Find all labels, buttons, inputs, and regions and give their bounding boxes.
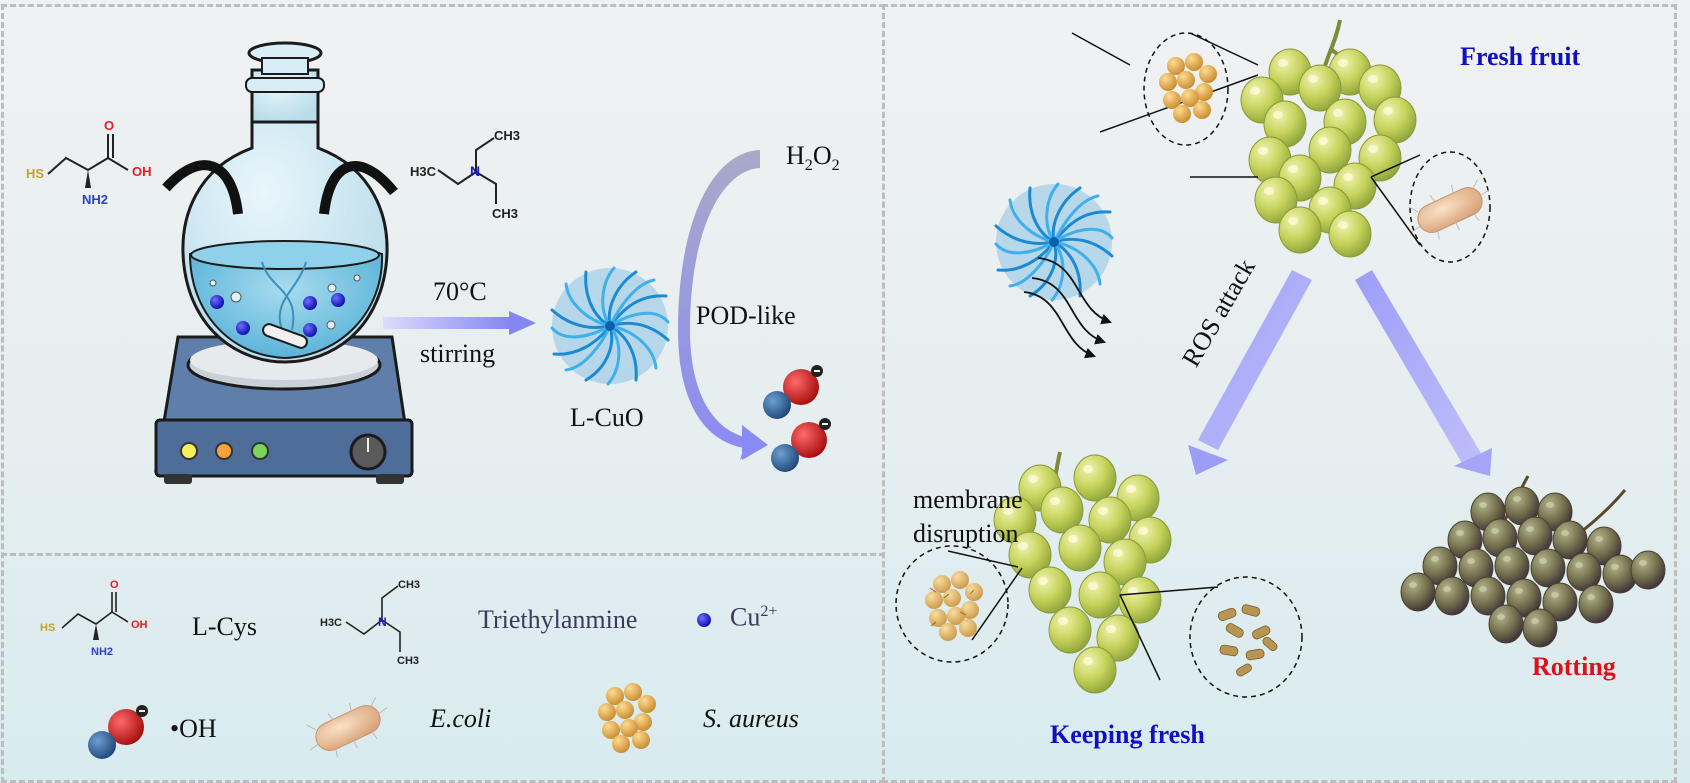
addition-arrow-left-icon [162, 160, 243, 215]
legend-l-cys-thiol-text: HS [40, 622, 55, 634]
keeping-fresh-label: Keeping fresh [1050, 720, 1205, 749]
legend-s-aureus-label: S. aureus [703, 704, 799, 733]
pod-like-label: POD-like [696, 301, 796, 330]
tea-methyl-bottom-text: CH3 [492, 206, 518, 221]
h2o2-h: H [786, 141, 805, 170]
legend-tea-methyl-bottom-text: CH3 [397, 655, 419, 667]
ros-wave-arrows [1023, 257, 1113, 359]
legend-tea-nitrogen-text: N [378, 615, 387, 629]
fresh-grape-bunch [1240, 19, 1417, 258]
l-cys-carbonyl-text: O [104, 118, 114, 133]
stirring-label: stirring [420, 339, 496, 368]
right-panel-border [882, 4, 1677, 783]
temperature-label: 70°C [433, 277, 487, 306]
legend-l-cys-amine-text: NH2 [91, 646, 113, 658]
legend-copper-ion-charge: 2+ [760, 603, 778, 620]
disrupted-s-aureus-inset [895, 545, 1023, 663]
triethylamine-structure: H3C N CH3 CH3 [410, 128, 520, 221]
l-cys-thiol-text: HS [26, 166, 44, 181]
right-nanoflower-icon [994, 182, 1114, 302]
legend-copper-ion-icon [697, 613, 711, 627]
copper-ion-icon [236, 321, 250, 335]
h2o2-label: H2O2 [786, 143, 840, 174]
tea-methyl-top-text: CH3 [494, 128, 520, 143]
h2o2-o: O [812, 141, 832, 170]
legend-copper-ion-label: Cu2+ [730, 602, 778, 632]
rotting-label: Rotting [1532, 652, 1616, 681]
legend-tea-methyl-left-text: H3C [320, 617, 342, 629]
legend-divider [1, 553, 885, 556]
legend-triethylamine-structure: H3C N CH3 CH3 [320, 579, 420, 667]
legend-hydroxyl-radical-label: •OH [170, 714, 217, 743]
indicator-light-yellow-icon [180, 442, 198, 460]
addition-arrow-right-icon [319, 161, 398, 215]
disrupted-ecoli-inset [1119, 576, 1303, 698]
legend-hydroxyl-radical-icon [88, 705, 148, 759]
legend-ecoli-label: E.coli [430, 704, 492, 733]
indicator-light-orange-icon [215, 442, 233, 460]
copper-ion-icon [210, 295, 224, 309]
tea-nitrogen-text: N [470, 163, 480, 179]
fresh-s-aureus-inset [1071, 32, 1259, 146]
hydroxyl-radical-icon [771, 418, 831, 472]
l-cys-structure: HS O OH NH2 [26, 118, 152, 207]
ros-attack-arrow-icon [1188, 270, 1312, 475]
copper-ion-icon [303, 323, 317, 337]
legend-l-cys-carbonyl-text: O [110, 579, 119, 591]
h2o2-sub-1: 2 [804, 157, 813, 175]
keeping-fresh-grape-bunch [993, 451, 1172, 694]
indicator-light-green-icon [251, 442, 269, 460]
l-cuo-label: L-CuO [570, 403, 644, 432]
membrane-label-line2: disruption [913, 519, 1019, 548]
membrane-label-line1: membrane [913, 485, 1023, 514]
fresh-ecoli-inset [1190, 151, 1500, 263]
reaction-arrow-icon [383, 311, 536, 335]
l-cys-amine-text: NH2 [82, 192, 108, 207]
rotting-grape-bunch [1400, 475, 1666, 648]
h2o2-sub-2: 2 [831, 157, 840, 175]
hydroxyl-radical-icon [763, 365, 823, 419]
round-bottom-flask [181, 41, 389, 364]
pod-like-arrow-icon [678, 150, 760, 460]
copper-ion-icon [331, 293, 345, 307]
l-cuo-nanoflower-icon [550, 266, 670, 386]
legend-l-cys-structure: HS O OH NH2 [40, 579, 148, 658]
fresh-fruit-label: Fresh fruit [1460, 42, 1581, 71]
legend-copper-ion-text: Cu [730, 602, 761, 632]
copper-ion-icon [303, 296, 317, 310]
tea-methyl-left-text: H3C [410, 164, 437, 179]
rotting-arrow-icon [1355, 270, 1492, 476]
legend-l-cys-label: L-Cys [192, 612, 257, 641]
l-cys-hydroxyl-text: OH [132, 164, 152, 179]
legend-l-cys-hydroxyl-text: OH [131, 619, 148, 631]
legend-triethylamine-label: Triethylanmine [478, 605, 638, 634]
legend-s-aureus-icon [598, 683, 656, 753]
legend-ecoli-icon [298, 688, 398, 768]
legend-tea-methyl-top-text: CH3 [398, 579, 420, 591]
